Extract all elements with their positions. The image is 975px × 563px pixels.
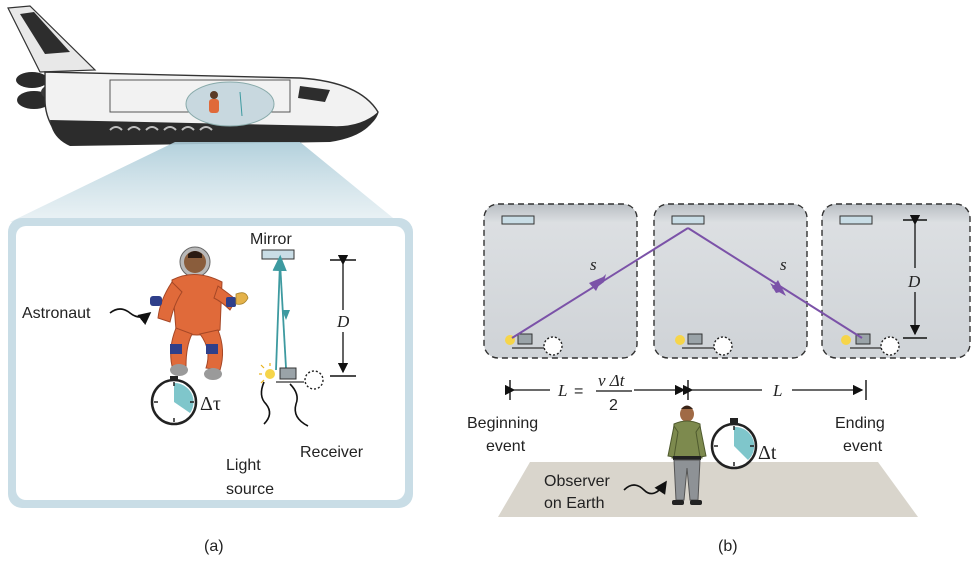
observer-label: Observer [544, 473, 610, 490]
mirror-room-1 [501, 215, 535, 225]
light-arrow [282, 310, 290, 320]
astronaut-illustration [150, 246, 249, 380]
ending-event-label: event [843, 438, 883, 455]
on-earth-label: on Earth [544, 495, 604, 512]
light-source-icon [259, 363, 275, 384]
light-path-diagonal-down [687, 227, 863, 339]
L-left-label: L [557, 381, 567, 400]
receiver [279, 367, 297, 380]
panel-a: Astronaut Δτ Mirror [7, 5, 413, 555]
distance-d-label-b: D [907, 272, 921, 291]
stopwatch-icon [150, 376, 198, 426]
delta-tau-label: Δτ [200, 393, 221, 415]
receiver-pointer [289, 383, 309, 427]
two-label: 2 [609, 397, 618, 414]
observer-illustration [667, 405, 707, 505]
equals-sign: = [574, 383, 583, 400]
beginning-event-label: event [486, 438, 526, 455]
callout-beam [10, 142, 398, 222]
caption-a: (a) [204, 538, 224, 555]
v-delta-t-label: v Δt [598, 371, 626, 390]
delta-t-label: Δt [758, 442, 777, 464]
mirror [261, 249, 295, 260]
panel-b: s s D L = v Δt 2 L Beginning event Endin… [467, 203, 971, 555]
s-left-label: s [590, 255, 597, 274]
distance-d-label: D [336, 312, 350, 331]
equipment-room-2 [675, 333, 733, 356]
light-path-down [279, 261, 287, 369]
mirror-room-3 [839, 215, 873, 225]
detector-clock-icon [304, 370, 324, 390]
equipment-room-1 [505, 333, 563, 356]
light-pointer [260, 381, 271, 425]
earth-floor [498, 462, 918, 517]
room-beginning [483, 203, 638, 359]
astronaut-label: Astronaut [22, 305, 91, 322]
space-shuttle-illustration [7, 5, 379, 146]
observer-pointer [623, 480, 667, 495]
beginning-label: Beginning [467, 415, 538, 432]
mirror-label: Mirror [250, 231, 292, 248]
equipment-room-3 [841, 333, 900, 356]
s-right-label: s [780, 255, 787, 274]
receiver-label: Receiver [300, 444, 364, 461]
mirror-room-2 [671, 215, 705, 225]
astronaut-pointer [109, 308, 152, 325]
room-ending [821, 203, 971, 359]
room-middle [653, 203, 808, 359]
stopwatch-icon-b [710, 418, 758, 470]
L-right-label: L [772, 381, 782, 400]
light-path-up [272, 254, 287, 371]
caption-b: (b) [718, 538, 738, 555]
ending-label: Ending [835, 415, 885, 432]
light-label: Light [226, 457, 261, 474]
source-label: source [226, 481, 274, 498]
